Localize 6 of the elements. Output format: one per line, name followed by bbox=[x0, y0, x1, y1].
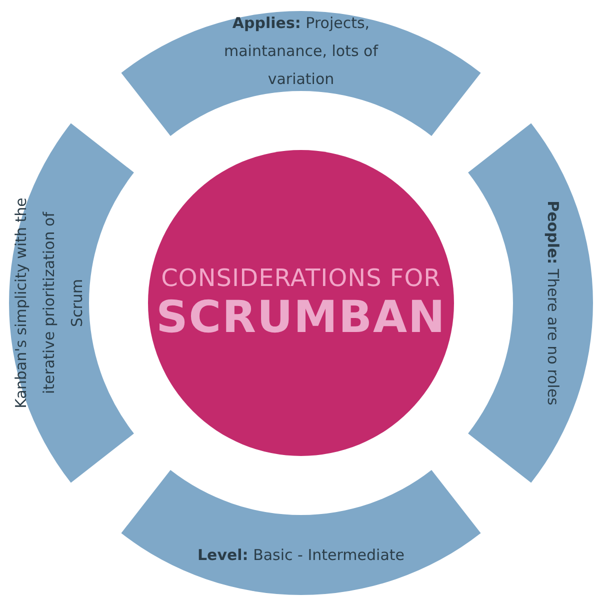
segment-text: Level: Basic - Intermediate bbox=[196, 545, 406, 566]
circle-title: SCRUMBAN bbox=[156, 292, 446, 342]
segment-text: Kanban's simplicity with the iterative prioritization of Scrum bbox=[11, 196, 87, 410]
segment-text: People: There are no roles bbox=[543, 200, 563, 408]
segment-text: Applies: Projects, maintanance, lots of variation bbox=[222, 13, 380, 90]
circle-heading: CONSIDERATIONS FOR bbox=[161, 264, 441, 292]
